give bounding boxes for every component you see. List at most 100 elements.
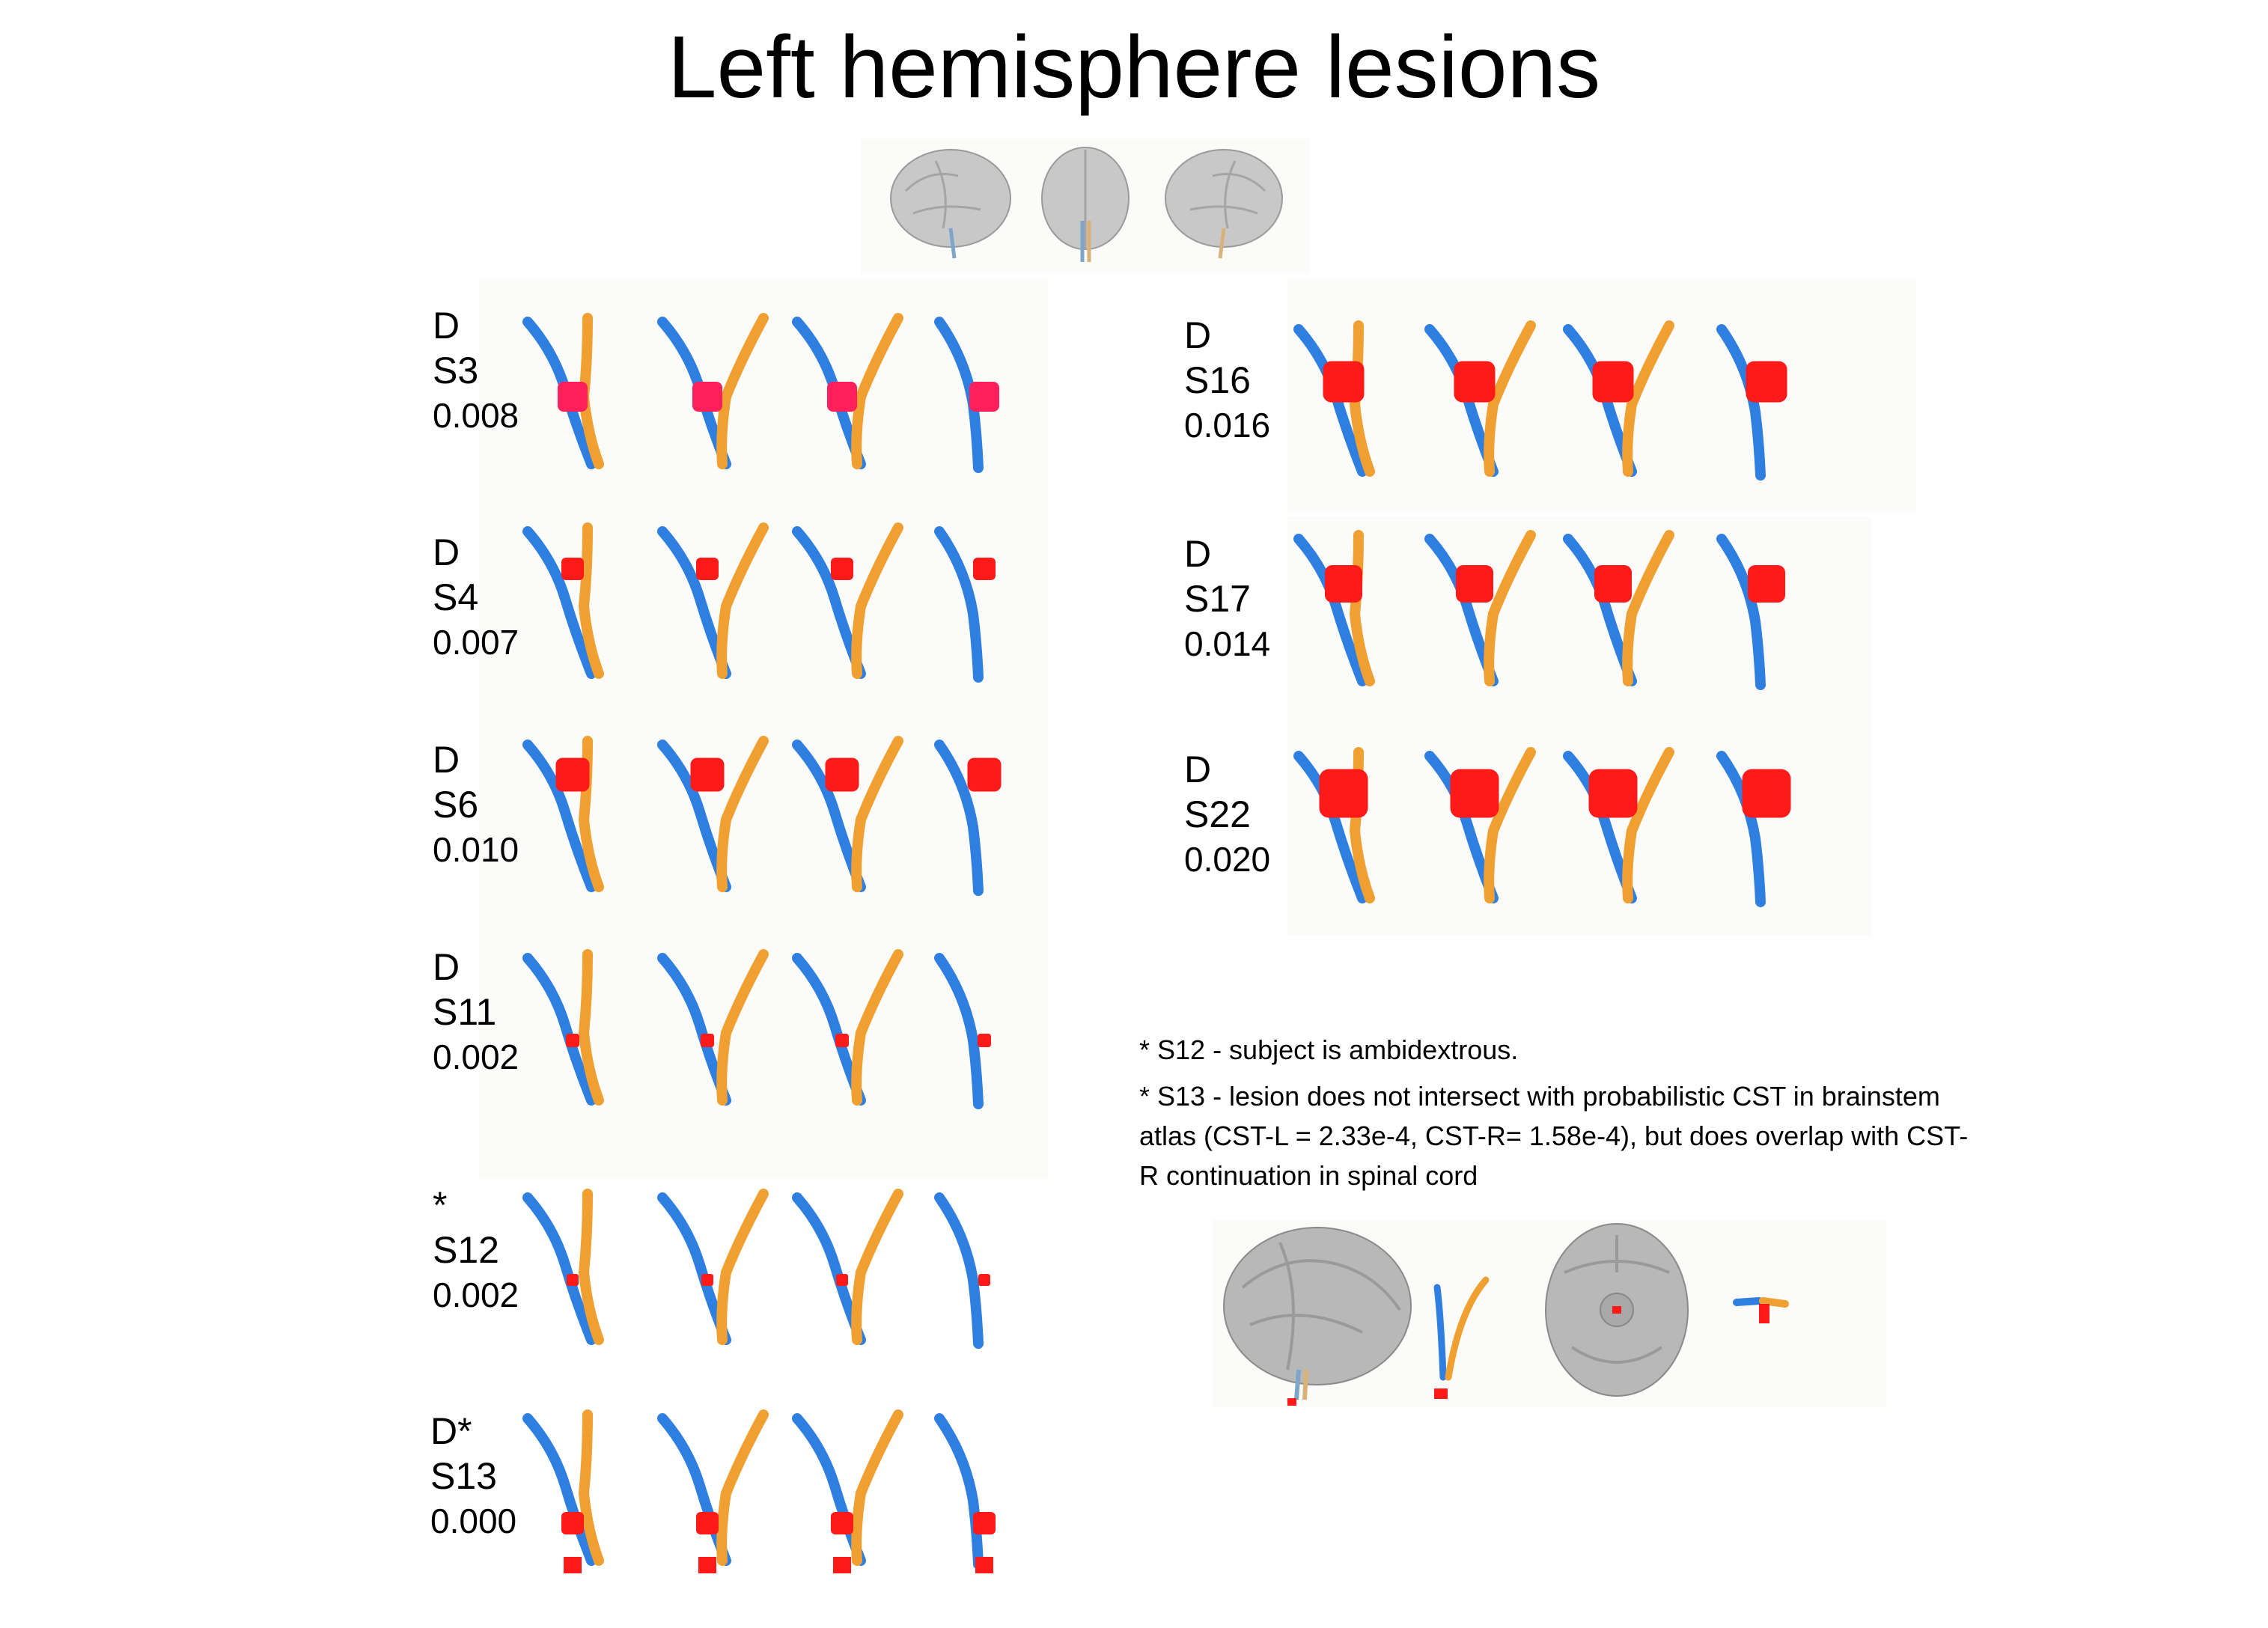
subject-value: 0.000	[430, 1502, 517, 1540]
spinal-lesion-blob	[698, 1557, 716, 1573]
tract-view	[792, 313, 903, 469]
tract-view	[1563, 747, 1674, 903]
lesion-blob	[1742, 769, 1791, 818]
subject-label-s16: D S16 0.016	[1184, 313, 1270, 448]
tract-view	[792, 1189, 903, 1345]
tract-view	[934, 526, 996, 683]
tract-view	[522, 1409, 604, 1573]
subject-value: 0.002	[433, 1037, 519, 1076]
subject-mark: D	[433, 739, 460, 781]
lesion-blob	[1325, 565, 1362, 603]
note-s13: * S13 - lesion does not intersect with p…	[1139, 1081, 1969, 1191]
lesion-blob	[1450, 769, 1499, 818]
lesion-blob	[978, 1034, 991, 1047]
tract-view	[522, 1189, 604, 1345]
lesion-blob	[701, 1034, 714, 1047]
subject-value: 0.002	[433, 1275, 519, 1314]
brain-3d-oblique-icon	[1223, 1227, 1412, 1406]
small-tract-icon	[1433, 1276, 1490, 1399]
left-tract-line	[934, 1413, 984, 1570]
tract-view	[934, 953, 991, 1109]
subject-label-s11: D S11 0.002	[433, 945, 519, 1079]
tract-view	[1293, 747, 1375, 903]
left-tract-line	[1293, 534, 1368, 686]
lesion-blob	[825, 757, 859, 792]
right-tract-line	[851, 1189, 903, 1345]
left-tract-line	[522, 1413, 597, 1566]
right-tract-line	[851, 1409, 903, 1566]
tract-view	[657, 736, 769, 892]
subject-mark: D	[433, 305, 460, 347]
subject-id: S6	[433, 784, 479, 826]
lesion-blob	[831, 558, 853, 580]
subject-mark: D*	[430, 1410, 472, 1452]
subject-label-s6: D S6 0.010	[433, 737, 519, 872]
brain-axial-icon	[1545, 1223, 1689, 1397]
lesion-blob	[969, 382, 999, 412]
lesion-blob	[701, 1274, 713, 1286]
s13-brain-views	[1213, 1220, 1886, 1407]
brain-coronal-icon	[1041, 147, 1130, 262]
axial-tract-icon	[1733, 1297, 1789, 1323]
subject-label-s17: D S17 0.014	[1184, 531, 1270, 666]
lesion-blob	[1592, 361, 1634, 403]
brain-lateral-left-icon	[890, 149, 1011, 259]
subject-id: S17	[1184, 578, 1251, 620]
subject-label-s3: D S3 0.008	[433, 303, 519, 438]
tract-view	[792, 522, 903, 679]
lesion-blob	[831, 1512, 853, 1534]
lesion-blob	[1319, 769, 1368, 818]
tract-view	[1424, 530, 1536, 686]
subject-label-s12: * S12 0.002	[433, 1183, 519, 1317]
left-tract-line	[934, 1192, 984, 1349]
subject-mark: D	[433, 946, 460, 988]
lesion-blob	[827, 382, 857, 412]
right-tract-line	[1484, 530, 1536, 686]
right-tract-line	[1622, 530, 1674, 686]
tract-view	[657, 522, 769, 679]
subject-mark: *	[433, 1184, 448, 1226]
right-tract-line	[716, 949, 769, 1106]
left-tract-line	[522, 740, 597, 892]
note-s12: * S12 - subject is ambidextrous.	[1139, 1034, 1519, 1065]
subject-id: S22	[1184, 793, 1251, 835]
spinal-lesion-blob	[564, 1557, 582, 1573]
left-tract-line	[522, 526, 597, 679]
lesion-blob	[973, 558, 996, 580]
left-tract-line	[934, 740, 984, 896]
lesion-blob	[1323, 361, 1365, 403]
right-tract-line	[1622, 747, 1674, 903]
tract-view	[522, 949, 604, 1106]
lesion-blob	[1588, 769, 1638, 818]
lesion-blob	[555, 757, 590, 792]
tract-view	[657, 949, 769, 1106]
subject-mark: D	[433, 531, 460, 573]
lesion-blob	[1594, 565, 1632, 603]
lesion-blob	[696, 1512, 719, 1534]
lesion-blob	[567, 1274, 579, 1286]
tract-view	[1293, 320, 1375, 477]
right-tract-line	[578, 1409, 604, 1566]
lesion-blob	[967, 757, 1002, 792]
subject-id: S13	[430, 1455, 497, 1497]
lesion-blob	[1456, 565, 1493, 603]
subject-value: 0.008	[433, 396, 519, 435]
left-tract-line	[1293, 751, 1368, 903]
right-tract-line	[716, 736, 769, 892]
lesion-blob	[558, 382, 588, 412]
lesion-blob	[690, 757, 725, 792]
figure-title: Left hemisphere lesions	[667, 18, 1601, 117]
lesion-blob	[978, 1274, 990, 1286]
subject-label-s4: D S4 0.007	[433, 530, 519, 665]
tract-view	[657, 313, 769, 469]
tract-view	[792, 1409, 903, 1573]
tract-view	[1716, 534, 1785, 690]
tract-view	[1716, 324, 1787, 481]
subject-value: 0.016	[1184, 406, 1271, 445]
tract-view	[1563, 320, 1674, 477]
lesion-blob	[835, 1034, 849, 1047]
right-tract-line	[716, 1409, 769, 1566]
tract-view	[934, 1413, 996, 1573]
tract-view	[1563, 530, 1674, 686]
tract-view	[792, 949, 903, 1106]
